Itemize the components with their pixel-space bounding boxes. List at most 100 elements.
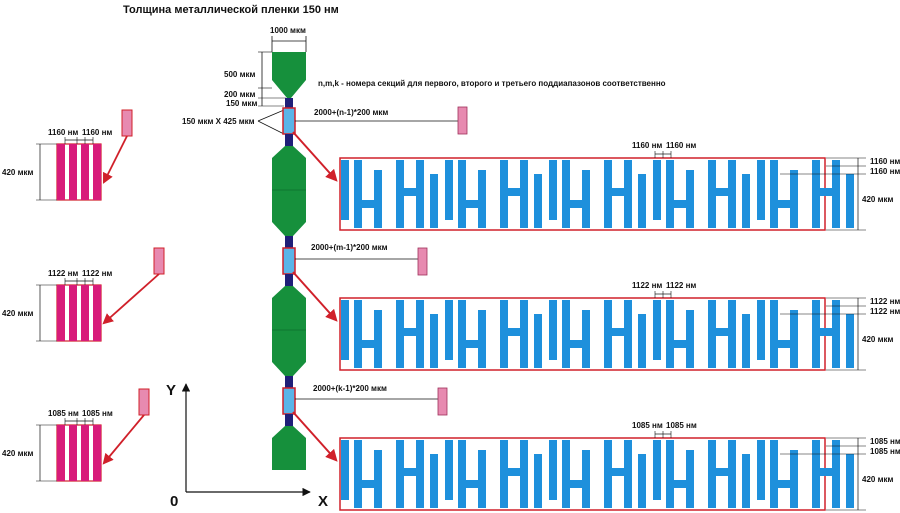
pitch-label-k: 2000+(k-1)*200 мкм xyxy=(313,384,387,393)
middle-contact-pad-1 xyxy=(272,146,306,236)
zoom-stripe xyxy=(708,440,716,508)
zoom-stripe xyxy=(666,160,674,228)
zoom-stripe xyxy=(430,174,438,228)
zoom-comb-group xyxy=(757,160,854,228)
zoom-stripe xyxy=(728,440,736,508)
zoom-crossbar xyxy=(404,468,416,476)
zoom-stripe-width-label: 1160 нм xyxy=(632,141,662,150)
zoom-stripe xyxy=(728,300,736,368)
left-panel-stripe xyxy=(81,425,89,481)
zoom-stripe xyxy=(341,160,349,220)
left-panel-stripe xyxy=(57,144,65,200)
zoom-stripe xyxy=(520,160,528,228)
zoom-stripe xyxy=(445,300,453,360)
zoom-stripe xyxy=(846,314,854,368)
zoom-comb-group xyxy=(341,160,438,228)
zoom-arrow-1 xyxy=(292,131,338,182)
zoom-stripe xyxy=(770,160,778,228)
zoom-stripe xyxy=(666,300,674,368)
pitch-label-n: 2000+(n-1)*200 мкм xyxy=(314,108,388,117)
zoom-stripe xyxy=(500,300,508,368)
zoom-stripe xyxy=(604,440,612,508)
zoom-comb-group xyxy=(549,300,646,368)
zoom-crossbar xyxy=(466,200,478,208)
diagram-title: Толщина металлической пленки 150 нм xyxy=(123,4,339,16)
zoom-stripe xyxy=(638,314,646,368)
zoom-right-top-label: 1160 нм xyxy=(870,157,900,166)
zoom-stripe xyxy=(846,454,854,508)
zoom-crossbar xyxy=(362,200,374,208)
zoom-stripe xyxy=(562,300,570,368)
zoom-stripe xyxy=(374,170,382,228)
zoom-stripe xyxy=(354,300,362,368)
zoom-stripe xyxy=(396,160,404,228)
zoom-stripe xyxy=(458,300,466,368)
section-box-2 xyxy=(282,247,296,275)
zoom-comb-group xyxy=(445,160,542,228)
zoom-stripe-width-label: 1122 нм xyxy=(632,281,662,290)
left-panel-stripe xyxy=(93,144,101,200)
zoom-stripe xyxy=(624,440,632,508)
zoom-stripe xyxy=(549,300,557,360)
zoom-stripe xyxy=(832,160,840,228)
zoom-right-mid-label: 1122 нм xyxy=(870,307,900,316)
zoom-crossbar xyxy=(716,328,728,336)
zoom-stripe xyxy=(624,300,632,368)
left-panel-stripe xyxy=(93,425,101,481)
zoom-comb-group xyxy=(757,440,854,508)
zoom-stripe xyxy=(416,300,424,368)
zoom-crossbar xyxy=(778,480,790,488)
zoom-crossbar xyxy=(716,188,728,196)
zoom-stripe xyxy=(770,440,778,508)
zoom-stripe xyxy=(416,440,424,508)
left-panel-stripe-width-label: 1085 нм xyxy=(48,409,79,418)
neck-2 xyxy=(285,134,293,146)
pitch-marker-n xyxy=(457,106,468,135)
neck-4 xyxy=(285,274,293,286)
top-contact-pad xyxy=(272,52,306,98)
zoom-right-height-label: 420 мкм xyxy=(862,475,893,484)
zoom-comb-group xyxy=(653,160,750,228)
left-panel-stripe xyxy=(69,144,77,200)
zoom-stripe xyxy=(742,454,750,508)
zoom-comb-group xyxy=(341,300,438,368)
bottom-contact-pad xyxy=(272,426,306,470)
left-panel-arrow xyxy=(103,135,128,184)
zoom-stripe xyxy=(354,440,362,508)
zoom-stripe xyxy=(416,160,424,228)
zoom-stripe xyxy=(812,160,820,228)
zoom-stripe xyxy=(500,440,508,508)
zoom-right-top-label: 1122 нм xyxy=(870,297,900,306)
zoom-stripe xyxy=(742,314,750,368)
zoom-stripe xyxy=(582,450,590,508)
zoom-crossbar xyxy=(570,340,582,348)
zoom-right-mid-label: 1085 нм xyxy=(870,447,900,456)
section-size-label: 150 мкм X 425 мкм xyxy=(182,117,255,126)
left-panel-pink-marker xyxy=(121,109,133,137)
zoom-stripe xyxy=(666,440,674,508)
zoom-stripe xyxy=(790,450,798,508)
zoom-stripe xyxy=(757,440,765,500)
neck-1 xyxy=(285,98,293,108)
zoom-right-top-label: 1085 нм xyxy=(870,437,900,446)
zoom-arrow-3 xyxy=(292,411,338,462)
zoom-crossbar xyxy=(508,328,520,336)
vertical-chain: 1000 мкм 500 мкм 200 мкм 150 мкм 150 мкм… xyxy=(182,26,307,470)
zoom-stripe xyxy=(604,300,612,368)
zoom-stripe xyxy=(549,160,557,220)
zoom-crossbar xyxy=(612,328,624,336)
zoom-comb-group xyxy=(653,300,750,368)
neck-6 xyxy=(285,414,293,426)
zoom-stripe xyxy=(562,160,570,228)
zoom-stripe xyxy=(374,310,382,368)
zoom-crossbar xyxy=(778,200,790,208)
zoom-stripe xyxy=(520,440,528,508)
zoom-crossbar xyxy=(466,340,478,348)
zoom-stripe xyxy=(742,174,750,228)
zoom-crossbar xyxy=(820,468,832,476)
